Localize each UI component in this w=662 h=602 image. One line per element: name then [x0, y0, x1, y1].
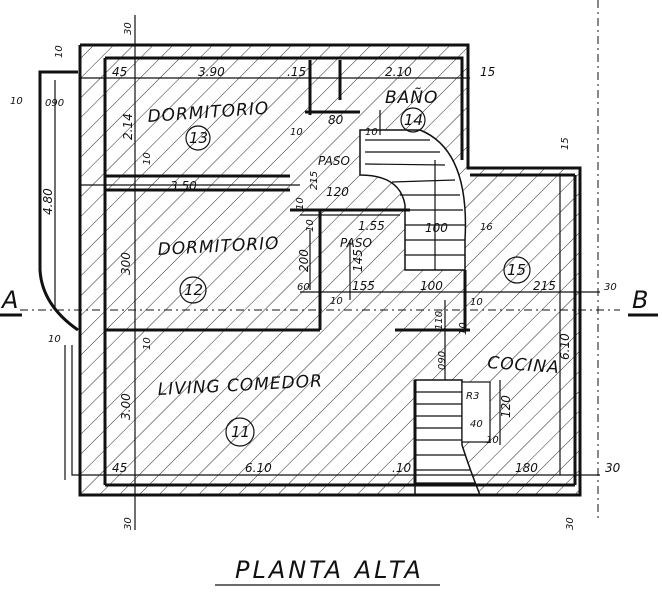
dim-214: 2.14 — [121, 113, 135, 140]
dim-10d: 10 — [295, 197, 306, 210]
dim-30-top: 30 — [123, 22, 134, 35]
room-name-bano: BAÑO — [385, 86, 438, 108]
dim-10f: 10 — [486, 435, 499, 446]
section-a-label: A — [0, 286, 18, 314]
dim-120-v: 120 — [499, 395, 513, 418]
dim-bot-45: 45 — [112, 461, 127, 475]
dim-155b: 155 — [352, 279, 375, 293]
dim-bot-610: 6.10 — [245, 461, 272, 475]
balcony-curve — [38, 70, 80, 480]
dim-215b: 215 — [533, 279, 556, 293]
dim-090-v: 090 — [437, 351, 448, 370]
dim-10d-v: 10 — [458, 322, 469, 335]
dim-10-v: 10 — [305, 219, 316, 232]
dim-bot-180: 180 — [515, 461, 538, 475]
dim-480: 4.80 — [41, 188, 55, 215]
dim-16: 16 — [480, 222, 493, 233]
section-b-label: B — [632, 286, 648, 314]
dim-10-left2: 10 — [48, 334, 61, 345]
dim-bot-30: 30 — [605, 461, 621, 475]
dim-350: 3.50 — [170, 179, 197, 193]
dim-10b: 10 — [290, 127, 303, 138]
room-number-12: 12 — [184, 281, 203, 299]
plan-title: PLANTA ALTA — [235, 556, 424, 584]
room-number-11: 11 — [231, 423, 250, 441]
dim-10c-v: 10 — [470, 297, 483, 308]
paso-label-1: PASO — [318, 154, 350, 168]
stairs-upper — [359, 129, 467, 271]
dim-300b: 3.00 — [119, 393, 133, 420]
dim-10-top: 10 — [54, 45, 65, 58]
dim-top-210: 2.10 — [385, 65, 412, 79]
dim-10e-v: 10 — [142, 337, 153, 350]
dim-200: 200 — [297, 249, 311, 272]
dim-100a: 100 — [425, 221, 448, 235]
dim-top-15a: .15 — [287, 65, 306, 79]
stairs-lower — [414, 379, 491, 496]
dim-215a: 215 — [309, 171, 320, 190]
room-number-14: 14 — [404, 111, 423, 129]
dim-610-v: 6.10 — [558, 333, 572, 360]
section-markers: A B — [0, 286, 658, 317]
dim-145: 145 — [351, 249, 365, 272]
dim-80: 80 — [328, 113, 344, 127]
dim-r3: R3 — [466, 391, 479, 402]
dim-10-left: 10 — [10, 96, 23, 107]
dim-10a: 10 — [142, 152, 153, 165]
dim-10c: 10 — [365, 127, 378, 138]
dim-120a: 120 — [326, 185, 349, 199]
dim-300a: 300 — [119, 252, 133, 275]
dim-40: 40 — [470, 419, 483, 430]
dimension-lines — [54, 15, 600, 530]
dim-10e: 10 — [330, 296, 343, 307]
dim-top-45: 45 — [112, 65, 127, 79]
dim-090: 090 — [45, 98, 64, 109]
dim-top-15b: 15 — [480, 65, 495, 79]
dim-30-bl: 30 — [123, 517, 134, 530]
room-number-13: 13 — [189, 129, 208, 147]
dim-15-right: 15 — [560, 137, 571, 150]
dim-60: 60 — [297, 282, 310, 293]
dim-110: 110 — [434, 311, 445, 330]
dim-top-390: 3.90 — [198, 65, 225, 79]
dim-155: 1.55 — [358, 219, 385, 233]
walls — [78, 43, 582, 497]
dim-100b: 100 — [420, 279, 443, 293]
paso-label-2: PASO — [340, 236, 372, 250]
dim-30-right: 30 — [604, 282, 617, 293]
dim-30-br: 30 — [565, 517, 576, 530]
dim-bot-10: .10 — [392, 461, 411, 475]
dimension-texts: 45 3.90 .15 2.10 15 10 30 090 10 2.14 4.… — [10, 22, 621, 530]
room-number-15: 15 — [507, 261, 526, 279]
